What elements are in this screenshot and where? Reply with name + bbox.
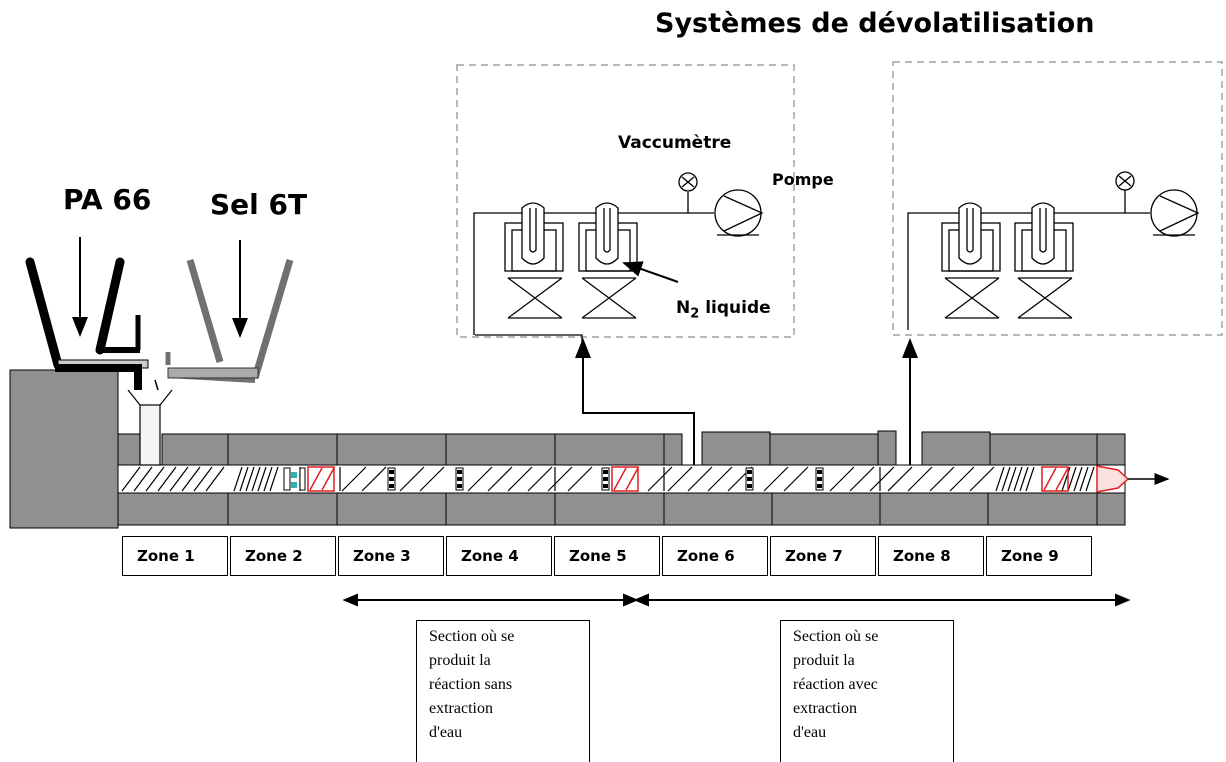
- mixing-elements: [283, 467, 824, 491]
- pa66-hopper: [25, 257, 149, 390]
- section-2-line-2: produit la: [793, 652, 855, 669]
- barrel-bottom: [117, 492, 1126, 526]
- zone-6: Zone 6: [662, 536, 768, 576]
- section-2-line-1: Section où se: [793, 628, 879, 645]
- vent-line-1: [575, 338, 695, 465]
- reverse-elements: [307, 466, 1069, 492]
- zone-3: Zone 3: [338, 536, 444, 576]
- devol-system-1: [473, 172, 764, 348]
- n2-subscript: 2: [690, 306, 700, 322]
- vacuum-gauge-label: Vaccumètre: [618, 133, 732, 153]
- section-with-water-extraction: Section où se produit la réaction avec e…: [780, 620, 954, 762]
- feed-throat: [127, 389, 173, 466]
- devol-system-2: [907, 171, 1200, 330]
- zone-1: Zone 1: [122, 536, 228, 576]
- zone-9: Zone 9: [986, 536, 1092, 576]
- n2-pointer-arrow: [622, 261, 679, 283]
- zone-2: Zone 2: [230, 536, 336, 576]
- section-1-line-1: Section où se: [429, 628, 515, 645]
- zone-8: Zone 8: [878, 536, 984, 576]
- section-2-line-5: d'eau: [793, 724, 827, 741]
- section-2-line-3: réaction avec: [793, 676, 878, 693]
- sel6t-hopper: [154, 259, 294, 391]
- n2-main: N: [676, 298, 691, 318]
- barrel-top: [117, 430, 1126, 466]
- section-1-line-4: extraction: [429, 700, 493, 717]
- pa66-label: PA 66: [63, 183, 152, 216]
- die: [1096, 465, 1130, 493]
- zone-7: Zone 7: [770, 536, 876, 576]
- screw-channel: [117, 464, 1126, 494]
- liquid-nitrogen-label: N2 liquide: [676, 298, 771, 321]
- devol-box-1: [456, 64, 795, 338]
- n2-rest: liquide: [699, 298, 771, 318]
- sel6t-label: Sel 6T: [210, 188, 308, 221]
- zone-5: Zone 5: [554, 536, 660, 576]
- section-1-line-2: produit la: [429, 652, 491, 669]
- pump-label: Pompe: [772, 170, 834, 189]
- motor-block: [9, 369, 119, 529]
- section-2-line-4: extraction: [793, 700, 857, 717]
- section-no-water-extraction: Section où se produit la réaction sans e…: [416, 620, 590, 762]
- section-1-line-5: d'eau: [429, 724, 463, 741]
- page-title: Systèmes de dévolatilisation: [655, 8, 1095, 39]
- zone-4: Zone 4: [446, 536, 552, 576]
- section-range-arrows: [342, 593, 1131, 607]
- section-1-line-3: réaction sans: [429, 676, 513, 693]
